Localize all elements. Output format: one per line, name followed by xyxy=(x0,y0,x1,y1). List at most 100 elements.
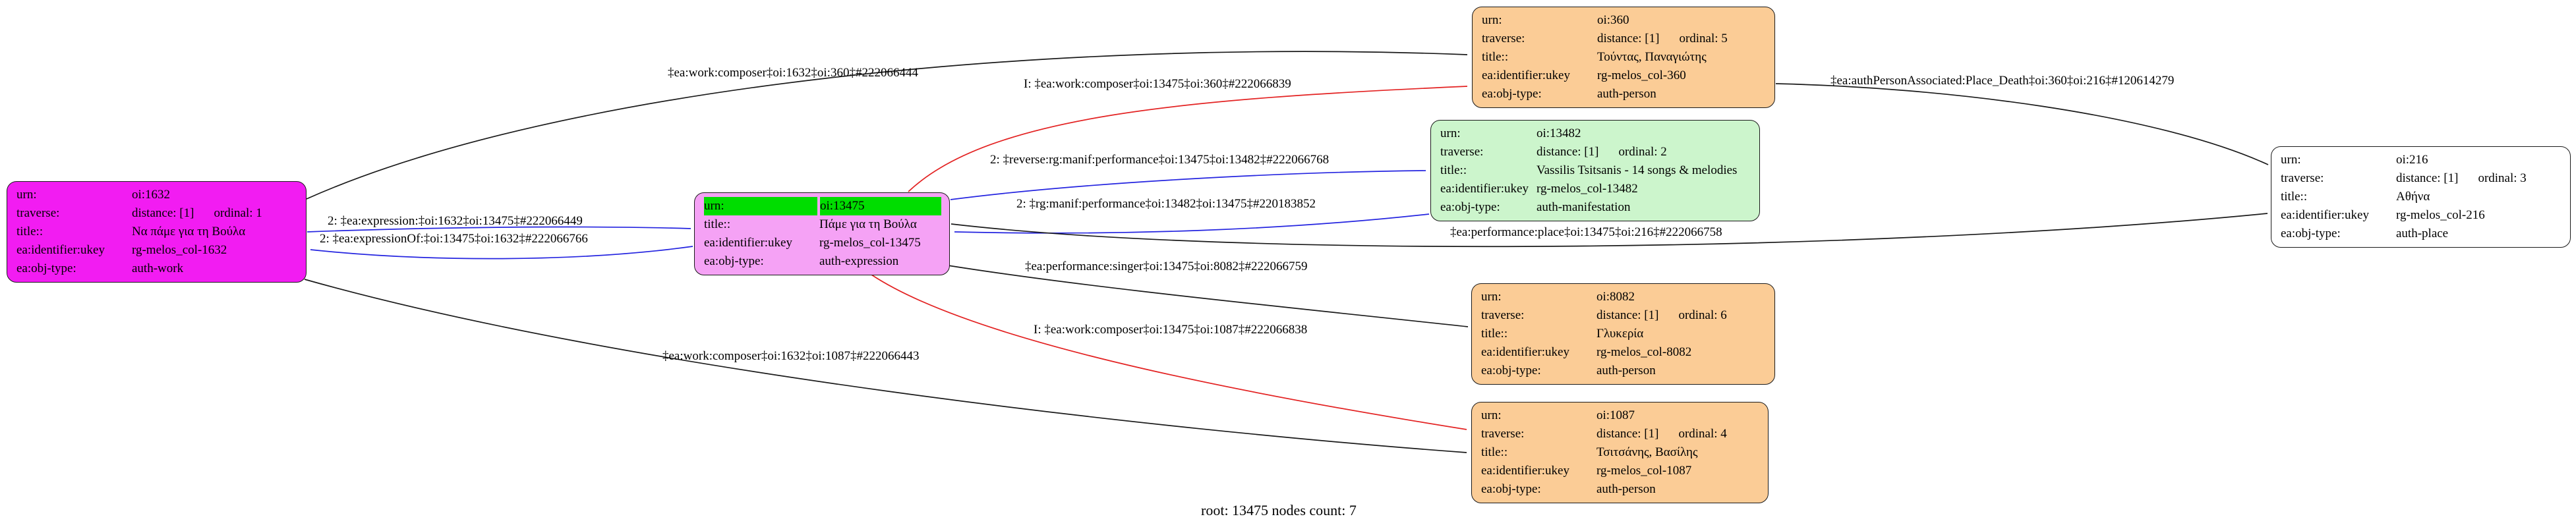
node-row: traverse: distance: [1] ordinal: 3 xyxy=(2281,169,2562,188)
row-value-ordinal: ordinal: 3 xyxy=(2478,171,2527,185)
edge-label: I: ‡ea:work:composer‡oi:13475‡oi:360‡#22… xyxy=(1024,77,1291,91)
row-key: urn: xyxy=(1481,408,1502,422)
row-key: traverse: xyxy=(1481,308,1525,322)
row-key: title:: xyxy=(16,225,44,238)
edge-work-composer-13475-1087 xyxy=(871,274,1467,430)
row-key: urn: xyxy=(2281,153,2301,167)
row-key: title:: xyxy=(2281,190,2308,204)
row-value: auth-manifestation xyxy=(1537,200,1631,214)
node-oi-360[interactable]: urn: oi:360 traverse: distance: [1] ordi… xyxy=(1472,7,1775,108)
node-row: title:: Πάμε για τη Βούλα xyxy=(704,215,941,234)
row-key: traverse: xyxy=(1440,145,1484,159)
node-row: urn: oi:13482 xyxy=(1440,125,1751,143)
node-row: ea:obj-type: auth-expression xyxy=(704,252,941,271)
node-row: urn: oi:216 xyxy=(2281,151,2562,169)
node-row: ea:obj-type: auth-person xyxy=(1482,85,1767,103)
node-row: urn: oi:1087 xyxy=(1481,406,1760,425)
edge-manif-performance-13482-13475 xyxy=(954,213,1430,234)
edge-label: ‡ea:performance:singer‡oi:13475‡oi:8082‡… xyxy=(1025,260,1308,273)
row-key: ea:obj-type: xyxy=(1481,482,1541,496)
node-row: urn: oi:8082 xyxy=(1481,288,1767,306)
edge-reverse-manif-performance-13475-13482 xyxy=(950,170,1426,200)
node-row: ea:identifier:ukey rg-melos_col-1087 xyxy=(1481,462,1760,480)
row-value: auth-person xyxy=(1596,364,1656,377)
edge-work-composer-1632-1087 xyxy=(304,279,1467,453)
row-value: Vassilis Tsitsanis - 14 songs & melodies xyxy=(1537,163,1738,177)
node-row: ea:identifier:ukey rg-melos_col-216 xyxy=(2281,206,2562,225)
row-value-ordinal: ordinal: 4 xyxy=(1678,427,1727,441)
node-oi-216[interactable]: urn: oi:216 traverse: distance: [1] ordi… xyxy=(2271,146,2571,248)
node-row-highlighted: urn: oi:13475 xyxy=(704,197,941,215)
row-key: title:: xyxy=(1481,327,1508,341)
row-value: Γλυκερία xyxy=(1596,327,1644,341)
row-value: auth-expression xyxy=(819,254,899,268)
node-row: ea:obj-type: auth-place xyxy=(2281,225,2562,243)
row-key: ea:obj-type: xyxy=(704,254,764,268)
edge-work-composer-1632-360 xyxy=(306,51,1468,200)
row-key: ea:obj-type: xyxy=(1482,87,1542,101)
row-key: traverse: xyxy=(2281,171,2324,185)
row-key: urn: xyxy=(1481,290,1502,304)
row-key: ea:identifier:ukey xyxy=(1481,345,1569,359)
edge-label: 2: ‡ea:expressionOf:‡oi:13475‡oi:1632‡#2… xyxy=(320,232,588,246)
row-value: distance: [1] xyxy=(1596,427,1659,441)
node-oi-1087[interactable]: urn: oi:1087 traverse: distance: [1] ord… xyxy=(1471,402,1769,503)
row-value: rg-melos_col-1632 xyxy=(132,243,227,257)
node-oi-13475[interactable]: urn: oi:13475 title:: Πάμε για τη Βούλα … xyxy=(694,192,950,275)
node-row: ea:identifier:ukey rg-melos_col-360 xyxy=(1482,67,1767,85)
row-value: distance: [1] xyxy=(1596,308,1659,322)
root-summary-label: root: 13475 nodes count: 7 xyxy=(1201,502,1357,518)
node-row: ea:obj-type: auth-work xyxy=(16,260,298,278)
edge-label: ‡ea:performance:place‡oi:13475‡oi:216‡#2… xyxy=(1450,225,1722,239)
row-key: ea:obj-type: xyxy=(2281,227,2341,240)
row-key: ea:obj-type: xyxy=(16,262,76,275)
edge-expression-of-13475-1632 xyxy=(310,246,693,260)
row-value-ordinal: ordinal: 2 xyxy=(1618,145,1667,159)
row-value: rg-melos_col-8082 xyxy=(1596,345,1692,359)
row-value: Τσιτσάνης, Βασίλης xyxy=(1596,445,1698,459)
node-row: title:: Να πάμε για τη Βούλα xyxy=(16,223,298,241)
row-value-ordinal: ordinal: 1 xyxy=(214,206,262,220)
row-key: ea:obj-type: xyxy=(1481,364,1541,377)
row-key: urn: xyxy=(1482,13,1502,27)
row-value: auth-person xyxy=(1597,87,1656,101)
node-row: title:: Vassilis Tsitsanis - 14 songs & … xyxy=(1440,161,1751,180)
edge-label: 2: ‡rg:manif:performance‡oi:13482‡oi:134… xyxy=(1016,197,1316,211)
edge-label: I: ‡ea:work:composer‡oi:13475‡oi:1087‡#2… xyxy=(1034,323,1308,337)
row-key: traverse: xyxy=(1482,32,1525,45)
row-value: oi:1087 xyxy=(1596,408,1635,422)
node-row: ea:identifier:ukey rg-melos_col-8082 xyxy=(1481,343,1767,362)
row-value: oi:13482 xyxy=(1537,126,1581,140)
row-value: distance: [1] xyxy=(1597,32,1660,45)
row-key: urn: xyxy=(16,188,37,202)
row-value: rg-melos_col-1087 xyxy=(1596,464,1692,478)
edge-label: 2: ‡ea:expression:‡oi:1632‡oi:13475‡#222… xyxy=(328,214,583,228)
node-row: ea:obj-type: auth-manifestation xyxy=(1440,198,1751,217)
row-key: ea:identifier:ukey xyxy=(1440,182,1529,196)
edge-label: 2: ‡reverse:rg:manif:performance‡oi:1347… xyxy=(990,153,1330,167)
row-key: ea:identifier:ukey xyxy=(1481,464,1569,478)
node-oi-13482[interactable]: urn: oi:13482 traverse: distance: [1] or… xyxy=(1430,120,1760,221)
row-value: rg-melos_col-360 xyxy=(1597,69,1686,82)
node-row: traverse: distance: [1] ordinal: 6 xyxy=(1481,306,1767,325)
node-row: title:: Γλυκερία xyxy=(1481,325,1767,343)
edge-label: ‡ea:authPersonAssociated:Place_Death‡oi:… xyxy=(1830,74,2175,88)
row-value: Πάμε για τη Βούλα xyxy=(819,217,917,231)
row-value-ordinal: ordinal: 6 xyxy=(1678,308,1727,322)
row-key: ea:identifier:ukey xyxy=(1482,69,1570,82)
row-key: ea:identifier:ukey xyxy=(704,236,792,250)
row-key: traverse: xyxy=(16,206,60,220)
edge-expression-1632-13475 xyxy=(307,226,691,233)
node-oi-1632[interactable]: urn: oi:1632 traverse: distance: [1] ord… xyxy=(7,181,307,283)
node-row: title:: Τούντας, Παναγιώτης xyxy=(1482,48,1767,67)
edge-performance-place-13475-216 xyxy=(951,213,2268,248)
node-row: ea:identifier:ukey rg-melos_col-13475 xyxy=(704,234,941,252)
row-value: oi:1632 xyxy=(132,188,171,202)
node-oi-8082[interactable]: urn: oi:8082 traverse: distance: [1] ord… xyxy=(1471,283,1775,385)
row-value: Αθήνα xyxy=(2396,190,2430,204)
row-key: title:: xyxy=(704,217,731,231)
row-key: ea:identifier:ukey xyxy=(16,243,105,257)
row-value: distance: [1] xyxy=(132,206,194,220)
